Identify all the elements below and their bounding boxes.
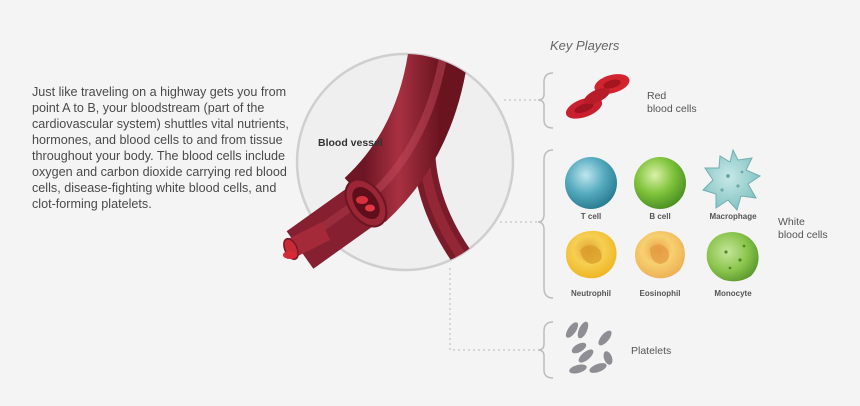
monocyte-label: Monocyte [714,289,752,298]
brace-red [537,72,554,129]
intro-paragraph: Just like traveling on a highway gets yo… [32,85,289,211]
t-cell-label: T cell [580,212,602,221]
eosinophil-icon [635,231,685,279]
white-blood-cells-label: White blood cells [778,216,828,242]
b-cell-label: B cell [649,212,671,221]
vessel-label: Blood vessel [318,137,383,149]
white-label-line2: blood cells [778,229,828,241]
brace-platelets [537,321,554,379]
platelets-icon [565,321,613,374]
t-cell-icon [565,157,617,209]
red-label-line1: Red [647,90,667,102]
monocyte-icon [706,232,759,282]
red-blood-cells-label: Red blood cells [647,90,697,116]
platelets-label: Platelets [631,345,672,357]
neutrophil-icon [565,230,617,279]
red-label-line2: blood cells [647,103,697,115]
red-blood-cells-icon [565,74,630,119]
macrophage-icon [702,148,762,212]
b-cell-icon [634,157,686,209]
vessel-illustration [283,52,515,272]
neutrophil-label: Neutrophil [571,289,611,298]
eosinophil-label: Eosinophil [639,289,681,298]
brace-white [537,149,554,299]
key-players-title: Key Players [550,38,620,53]
white-label-line1: White [778,216,805,228]
connector-platelets [449,268,538,351]
macrophage-label: Macrophage [709,212,757,221]
